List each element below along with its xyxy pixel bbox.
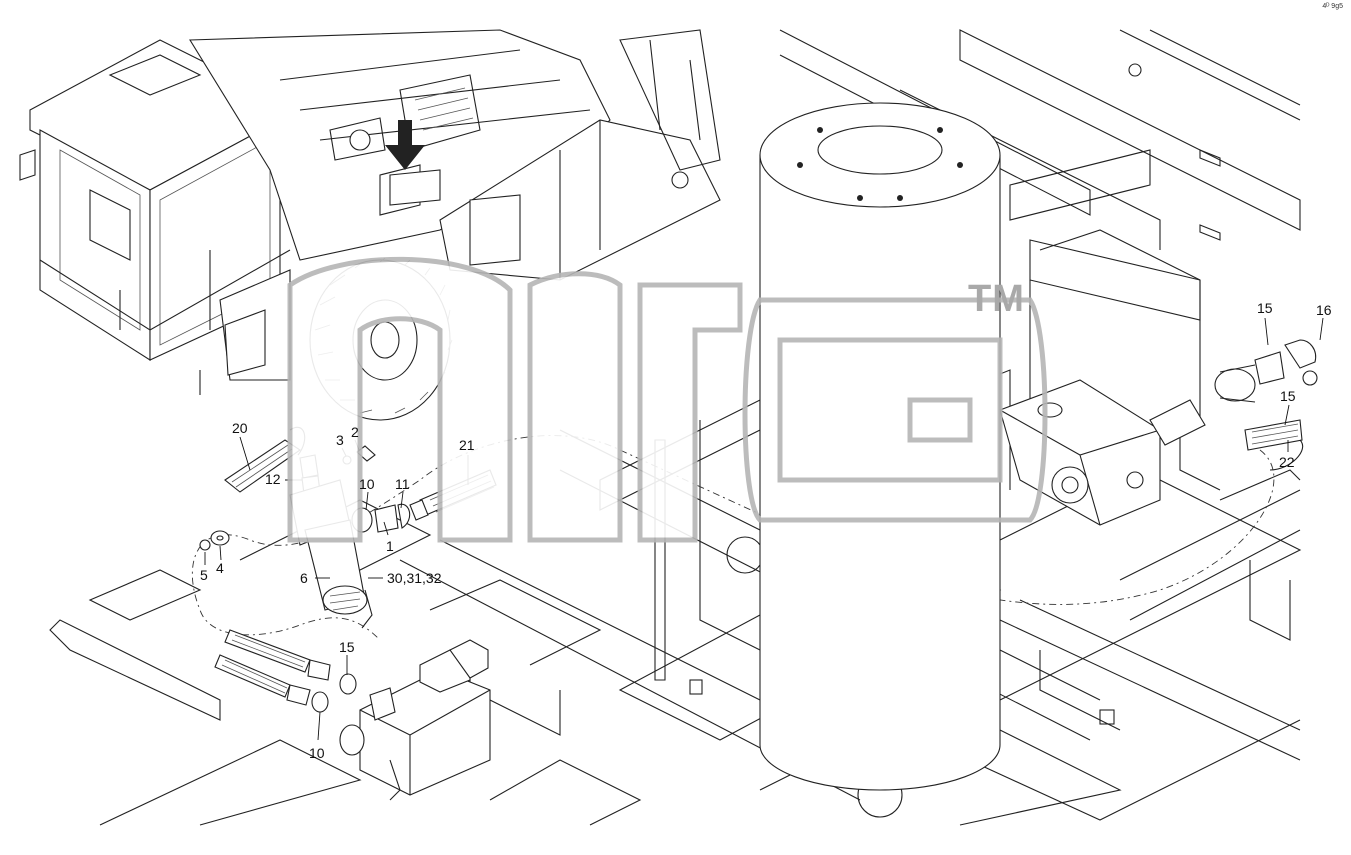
callout-12: 12	[265, 471, 281, 487]
location-arrow-icon	[385, 120, 425, 170]
callout-4: 4	[216, 560, 224, 576]
callout-3: 3	[336, 432, 344, 448]
callout-11: 11	[395, 476, 410, 492]
callout-15-upper-right: 15	[1257, 300, 1273, 316]
callout-20: 20	[232, 420, 248, 436]
callout-10-upper: 10	[359, 476, 375, 492]
callout-16: 16	[1316, 302, 1332, 318]
callout-22: 22	[1279, 454, 1295, 470]
drawing-reference: 4ᴰ 9g5	[1322, 3, 1343, 10]
callout-30-31-32: 30,31,32	[387, 570, 442, 586]
callout-21: 21	[459, 437, 475, 453]
callout-15-right: 15	[1280, 388, 1296, 404]
callout-1: 1	[386, 538, 394, 554]
callout-15-lower: 15	[339, 639, 355, 655]
main-cylinder	[759, 102, 1001, 791]
gearbox-assembly	[999, 339, 1318, 526]
callout-10-lower: 10	[309, 745, 325, 761]
trademark-mark: TM	[968, 278, 1025, 320]
callout-5: 5	[200, 567, 208, 583]
callout-2: 2	[351, 424, 359, 440]
watermark-logo	[287, 256, 1048, 543]
callout-6: 6	[300, 570, 308, 586]
